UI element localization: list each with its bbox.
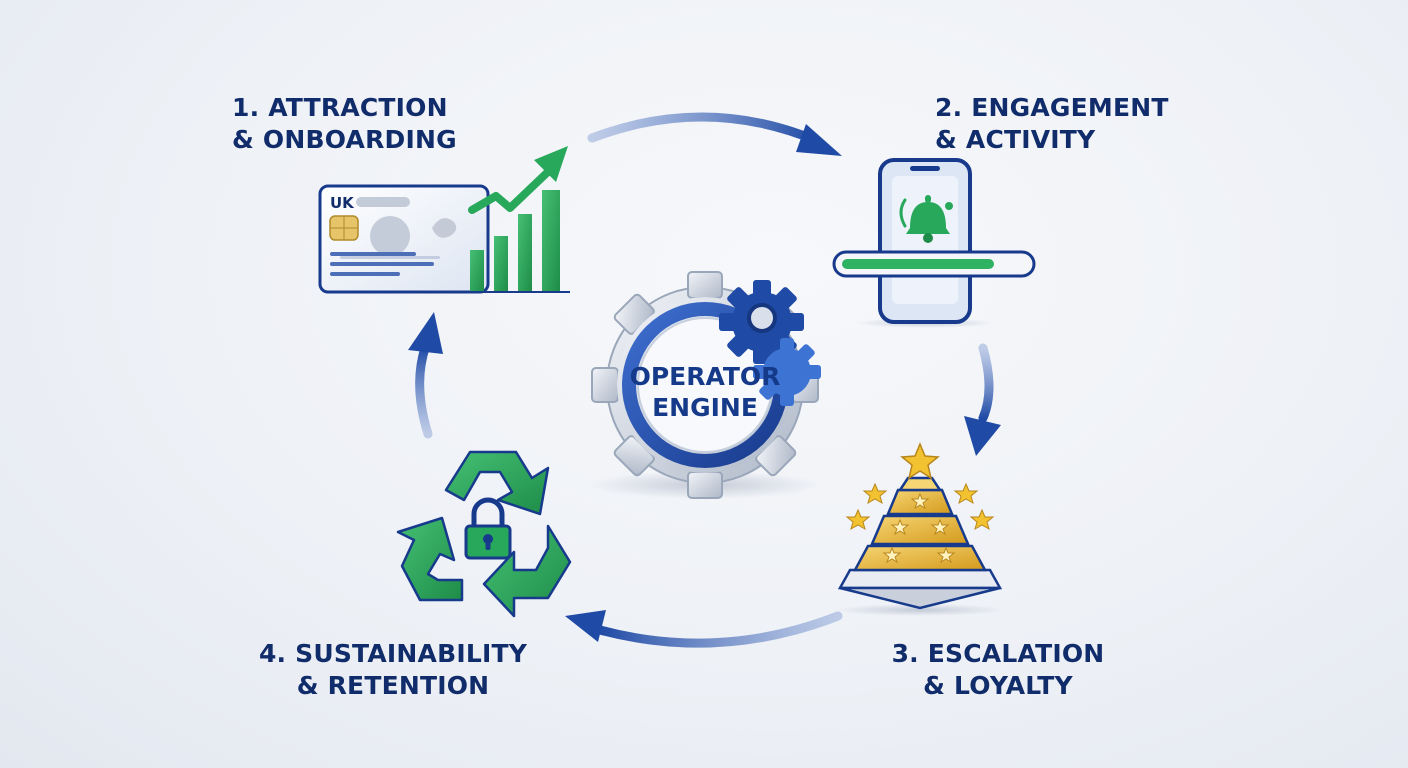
star-pyramid-icon bbox=[835, 442, 1005, 616]
card-country-label: UK bbox=[330, 194, 355, 212]
id-card-growth-chart-icon: UK bbox=[318, 146, 570, 294]
stage-1-title: 1. ATTRACTION bbox=[232, 93, 448, 122]
stage-4-title: 4. SUSTAINABILITY bbox=[258, 639, 528, 668]
stage-3-label: 3. ESCALATION & LOYALTY bbox=[888, 638, 1108, 702]
stage-2-label: 2. ENGAGEMENT & ACTIVITY bbox=[935, 92, 1169, 156]
arrow-2-to-3 bbox=[964, 343, 1001, 456]
recycle-lock-icon bbox=[396, 450, 572, 618]
stage-4-label: 4. SUSTAINABILITY & RETENTION bbox=[255, 638, 531, 702]
stage-2-title: 2. ENGAGEMENT bbox=[935, 93, 1169, 122]
stage-3-title: 3. ESCALATION bbox=[891, 639, 1105, 668]
stage-2-subtitle: & ACTIVITY bbox=[935, 125, 1096, 154]
stage-1-label: 1. ATTRACTION & ONBOARDING bbox=[232, 92, 457, 156]
tiny-gear-icon bbox=[753, 338, 821, 406]
engine-title-line2: ENGINE bbox=[652, 393, 758, 422]
stage-1-subtitle: & ONBOARDING bbox=[232, 125, 457, 154]
smartphone-bell-icon bbox=[832, 158, 1036, 328]
small-gear-icon bbox=[719, 280, 804, 364]
arrow-3-to-4 bbox=[565, 610, 843, 648]
arrow-4-to-1 bbox=[408, 312, 443, 439]
stage-4-subtitle: & RETENTION bbox=[296, 671, 490, 700]
engine-title-line1: OPERATOR bbox=[630, 362, 781, 391]
operator-engine: OPERATOR ENGINE bbox=[590, 271, 821, 499]
arrow-1-to-2 bbox=[587, 112, 842, 156]
stage-3-subtitle: & LOYALTY bbox=[923, 671, 1073, 700]
